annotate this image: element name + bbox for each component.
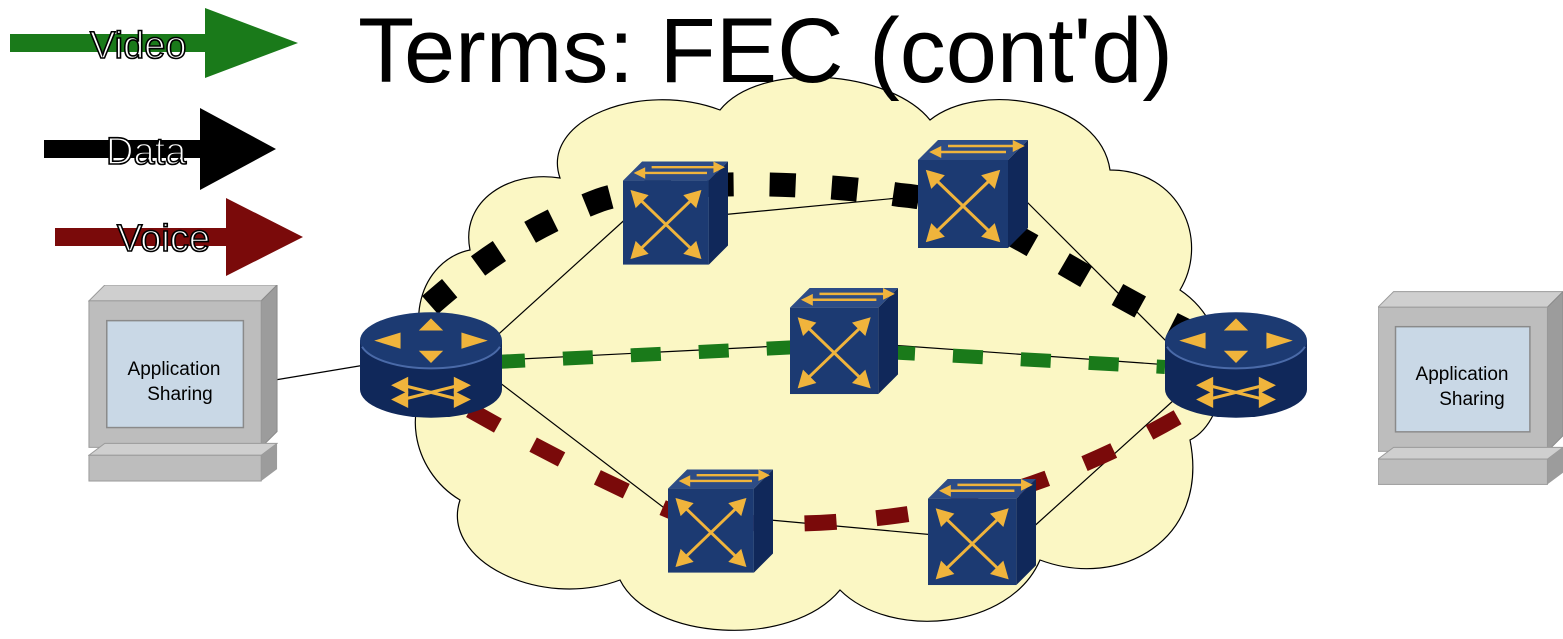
page-title: Terms: FEC (cont'd) — [358, 0, 1173, 102]
legend-data: Data — [44, 108, 276, 190]
legend-data-label: Data — [106, 131, 187, 173]
computer-left-icon — [88, 285, 278, 482]
legend-voice-label: Voice — [117, 218, 210, 260]
switch-bottom-right-icon — [928, 478, 1036, 587]
computer-left: Application Sharing — [88, 285, 278, 482]
legend-voice: Voice — [55, 198, 303, 276]
computer-left-label-line2: Sharing — [147, 384, 213, 405]
router-right-icon — [1165, 310, 1307, 420]
computer-right-label-line2: Sharing — [1439, 389, 1505, 410]
switch-top-left-icon — [623, 160, 728, 267]
video-flow-path — [494, 340, 1166, 374]
router-left-icon — [360, 310, 502, 420]
switch-center-icon — [790, 288, 898, 396]
switch-bottom-left-icon — [668, 468, 773, 575]
computer-left-label-line1: Application — [128, 359, 221, 380]
computer-right-label-line1: Application — [1416, 364, 1509, 385]
legend-video: Video — [10, 8, 298, 78]
computer-right: Application Sharing — [1378, 290, 1563, 486]
legend-video-label: Video — [90, 25, 187, 67]
voice-flow-path — [466, 403, 1195, 532]
data-flow-path — [422, 172, 1201, 346]
switch-top-right-icon — [918, 140, 1028, 250]
